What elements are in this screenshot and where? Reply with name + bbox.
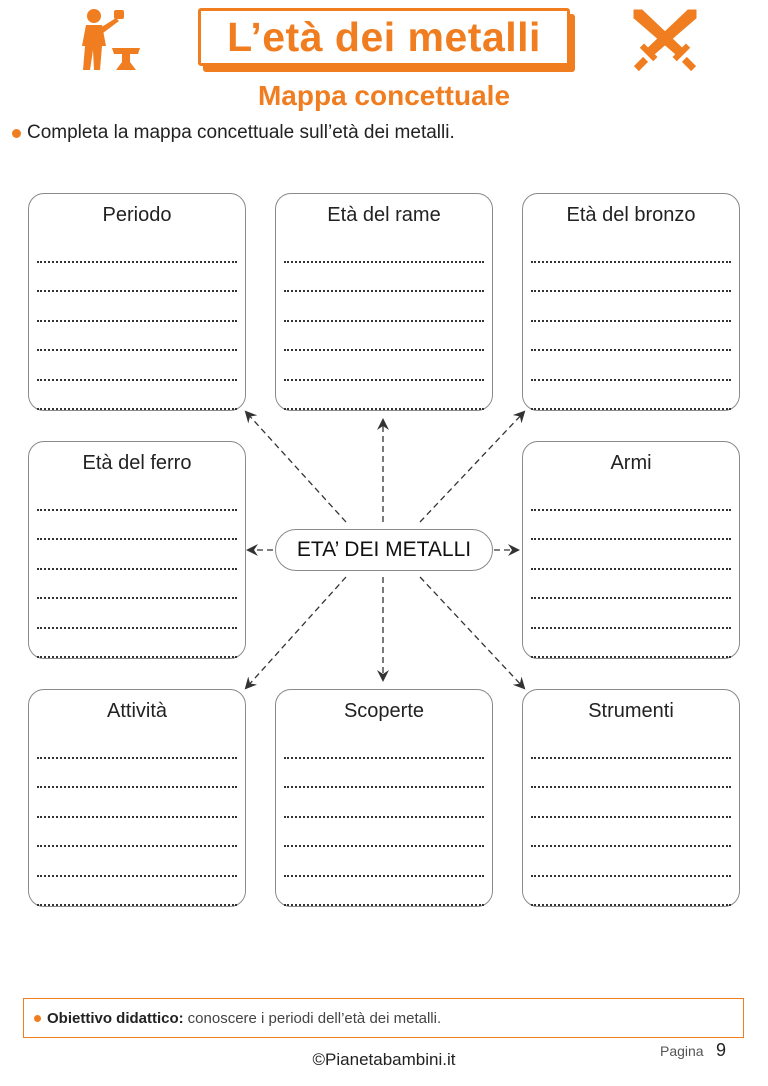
answer-lines[interactable] <box>284 233 484 410</box>
site-credit: ©Pianetabambini.it <box>312 1050 456 1069</box>
answer-lines[interactable] <box>37 729 237 906</box>
box-strumenti: Strumenti <box>522 689 740 907</box>
box-title: Attività <box>106 700 168 722</box>
instruction: Completa la mappa concettuale sull’età d… <box>12 122 455 144</box>
answer-lines[interactable] <box>531 481 731 658</box>
objective-label: Obiettivo didattico: <box>47 1009 184 1027</box>
bullet-icon <box>12 128 21 138</box>
box-title: Età del bronzo <box>566 204 696 226</box>
crossed-swords-icon <box>633 9 697 72</box>
title-box: L’età dei metalli <box>198 8 570 66</box>
instruction-text: Completa la mappa concettuale sull’età d… <box>27 122 455 143</box>
answer-lines[interactable] <box>531 729 731 906</box>
objective-text: conoscere i periodi dell’età dei metalli… <box>187 1009 442 1027</box>
arrow-to-periodo <box>244 410 347 523</box>
box-attivita: Attività <box>28 689 246 907</box>
answer-lines[interactable] <box>284 729 484 906</box>
box-eta-ferro: Età del ferro <box>28 441 246 659</box>
center-concept: ETA’ DEI METALLI <box>275 529 493 571</box>
arrow-to-strumenti <box>419 576 526 690</box>
bullet-icon <box>34 1014 41 1022</box>
page-subtitle: Mappa concettuale <box>257 80 511 111</box>
box-title: Età del rame <box>327 204 441 226</box>
answer-lines[interactable] <box>37 233 237 410</box>
box-title: Strumenti <box>588 700 674 722</box>
page-label: Pagina <box>660 1043 704 1059</box>
box-eta-rame: Età del rame <box>275 193 493 411</box>
box-title: Età del ferro <box>82 452 192 474</box>
page-title: L’età dei metalli <box>227 13 541 60</box>
arrow-to-attivita <box>244 576 347 690</box>
box-periodo: Periodo <box>28 193 246 411</box>
answer-lines[interactable] <box>37 481 237 658</box>
box-armi: Armi <box>522 441 740 659</box>
answer-lines[interactable] <box>531 233 731 410</box>
box-title: Periodo <box>102 204 172 226</box>
blacksmith-icon <box>82 9 140 70</box>
arrow-to-eta-bronzo <box>419 410 526 523</box>
objective-box: Obiettivo didattico: conoscere i periodi… <box>23 998 744 1038</box>
box-eta-bronzo: Età del bronzo <box>522 193 740 411</box>
page-number: 9 <box>716 1040 727 1060</box>
box-title: Scoperte <box>343 700 425 722</box>
box-scoperte: Scoperte <box>275 689 493 907</box>
box-title: Armi <box>610 452 652 474</box>
